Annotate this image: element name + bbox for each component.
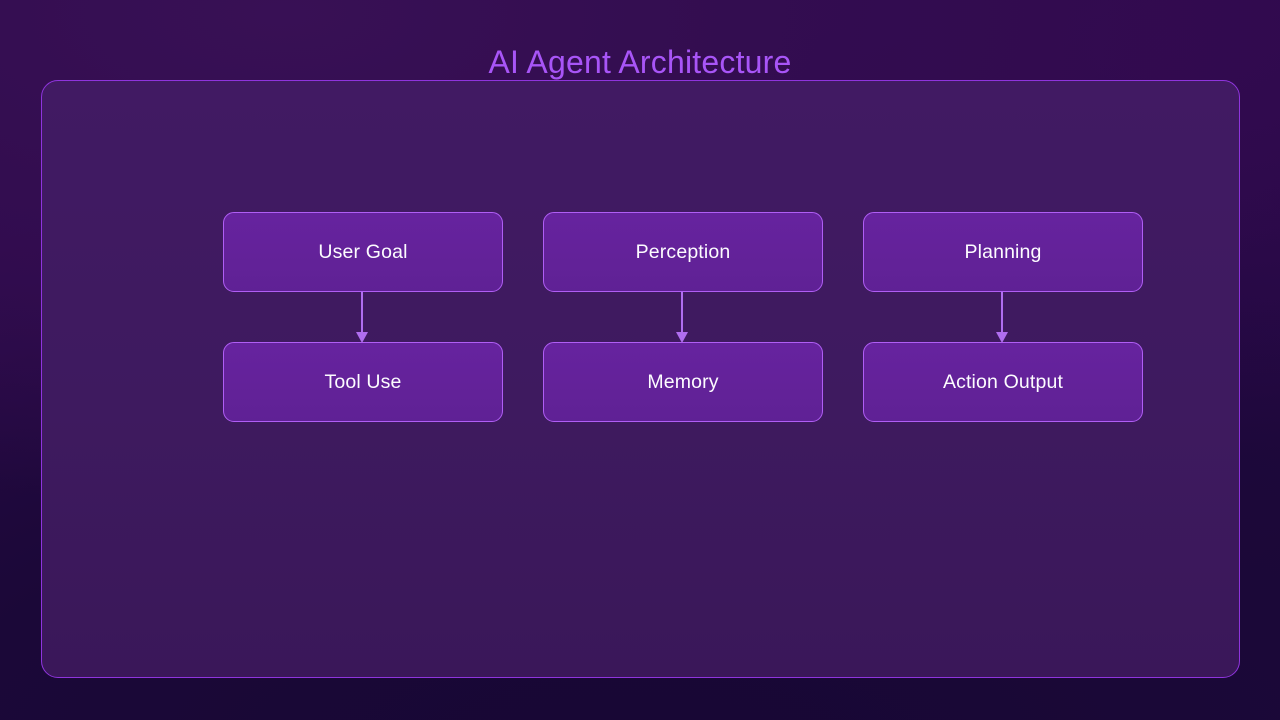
arrow-user-goal-to-tool-use [355,290,369,344]
node-perception[interactable]: Perception [543,212,823,292]
page-title: AI Agent Architecture [488,44,792,81]
arrow-shaft [361,290,363,334]
node-user-goal[interactable]: User Goal [223,212,503,292]
node-label: Planning [964,240,1042,263]
node-action-output[interactable]: Action Output [863,342,1143,422]
node-label: Perception [635,240,731,263]
node-planning[interactable]: Planning [863,212,1143,292]
node-label: Action Output [942,370,1064,393]
node-label: Tool Use [324,370,402,393]
arrow-shaft [681,290,683,334]
node-tool-use[interactable]: Tool Use [223,342,503,422]
diagram-canvas: User Goal Perception Planning Tool Use M… [41,80,1240,678]
arrow-shaft [1001,290,1003,334]
node-label: User Goal [318,240,408,263]
arrow-planning-to-action-output [995,290,1009,344]
node-memory[interactable]: Memory [543,342,823,422]
arrow-perception-to-memory [675,290,689,344]
node-label: Memory [647,370,719,393]
